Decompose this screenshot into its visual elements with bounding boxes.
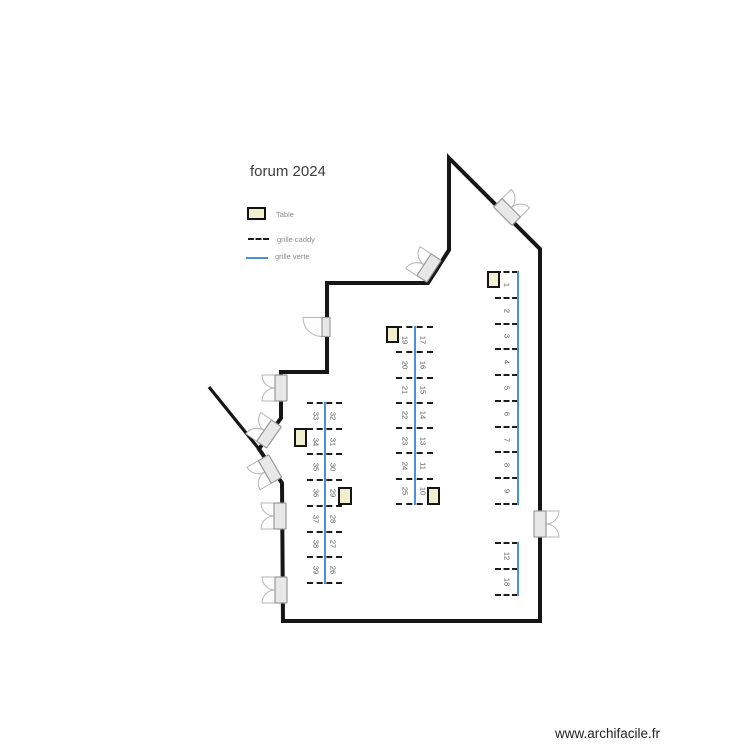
booth-number: 22 xyxy=(400,411,410,420)
booth-cell[interactable]: 2 xyxy=(495,296,518,323)
booth-number: 6 xyxy=(502,411,511,416)
table[interactable] xyxy=(487,271,500,288)
booth-number: 33 xyxy=(311,411,321,421)
booth-number: 15 xyxy=(418,386,428,395)
booth-number: 37 xyxy=(311,514,321,523)
legend-grille-caddy-label: grille caddy xyxy=(277,235,315,244)
booth-number: 2 xyxy=(502,308,511,313)
booth-number: 24 xyxy=(400,461,410,471)
grille-column-bottom-right: 12 18 xyxy=(495,542,519,596)
grille-verte-line xyxy=(413,326,416,505)
booth-number: 23 xyxy=(400,436,410,445)
door-top-right-diagonal[interactable] xyxy=(492,188,531,227)
booth-number: 20 xyxy=(400,360,410,370)
plan-title: forum 2024 xyxy=(250,163,326,180)
booth-number: 9 xyxy=(502,489,511,494)
booth-number: 4 xyxy=(502,360,511,365)
table[interactable] xyxy=(427,487,440,505)
booth-number: 25 xyxy=(400,487,410,496)
booth-number: 1 xyxy=(502,282,511,287)
booth-cell[interactable]: 4 xyxy=(495,348,518,374)
booth-cell[interactable]: 1 xyxy=(495,271,518,297)
door-left-wall-2[interactable] xyxy=(260,502,287,530)
door-upper-diagonal[interactable] xyxy=(405,246,442,283)
booth-cell[interactable]: 5 xyxy=(495,374,518,400)
grille-verte-swatch-icon xyxy=(246,257,268,259)
booth-number: 18 xyxy=(502,577,511,587)
booth-cell[interactable]: 18 xyxy=(495,568,518,596)
booth-number: 26 xyxy=(328,566,338,575)
booth-number: 27 xyxy=(328,540,338,549)
door-left-wall-3[interactable] xyxy=(261,576,288,604)
booth-number: 19 xyxy=(400,335,410,344)
door-notch-upper[interactable] xyxy=(245,411,282,449)
booth-number: 14 xyxy=(418,411,428,420)
grille-verte-line xyxy=(323,402,326,584)
table-swatch-icon xyxy=(247,207,266,220)
booth-cell[interactable]: 8 xyxy=(495,451,518,477)
booth-cell[interactable]: 6 xyxy=(495,399,518,426)
grille-verte-line xyxy=(517,271,519,505)
building-outline xyxy=(256,153,542,623)
grille-column-left: 33 32 34 31 35 30 36 29 37 28 38 27 39 26 xyxy=(307,402,342,585)
table[interactable] xyxy=(338,487,352,505)
booth-number: 12 xyxy=(502,551,511,561)
booth-cell[interactable]: 12 xyxy=(495,542,518,568)
door-right-wall[interactable] xyxy=(533,510,560,538)
booth-cell[interactable]: 3 xyxy=(495,322,518,349)
watermark-link[interactable]: www.archifacile.fr xyxy=(555,726,661,741)
grille-verte-line xyxy=(517,542,519,596)
booth-number: 5 xyxy=(502,385,511,391)
booth-number: 29 xyxy=(328,488,338,498)
legend-table-label: Table xyxy=(276,210,294,219)
booth-number: 38 xyxy=(311,540,321,549)
booth-number: 39 xyxy=(311,566,321,575)
booth-number: 13 xyxy=(418,436,428,445)
booth-cell[interactable]: 7 xyxy=(495,425,518,452)
table[interactable] xyxy=(386,326,399,343)
booth-number: 3 xyxy=(502,334,511,339)
table[interactable] xyxy=(294,428,307,447)
legend-grille-verte-label: grille verte xyxy=(275,252,310,261)
grille-column-right: 1 2 3 4 5 6 7 8 9 xyxy=(495,271,519,506)
door-notch-lower[interactable] xyxy=(246,454,283,491)
interior-diagonal-wall xyxy=(207,385,261,451)
booth-number: 31 xyxy=(328,437,338,446)
booth-number: 35 xyxy=(311,463,321,472)
grille-caddy-swatch-icon xyxy=(248,238,269,240)
booth-number: 36 xyxy=(311,488,321,498)
booth-number: 32 xyxy=(328,411,338,421)
door-upper-left-single[interactable] xyxy=(302,316,331,338)
booth-number: 7 xyxy=(502,437,511,442)
booth-number: 34 xyxy=(311,437,321,446)
booth-number: 16 xyxy=(418,360,428,370)
door-left-wall-1[interactable] xyxy=(261,374,288,402)
booth-number: 28 xyxy=(328,514,338,523)
booth-number: 11 xyxy=(418,462,428,470)
booth-number: 30 xyxy=(328,463,338,472)
booth-number: 17 xyxy=(418,335,428,344)
booth-number: 8 xyxy=(502,463,511,468)
booth-number: 21 xyxy=(400,386,410,395)
booth-cell[interactable]: 9 xyxy=(495,477,518,506)
